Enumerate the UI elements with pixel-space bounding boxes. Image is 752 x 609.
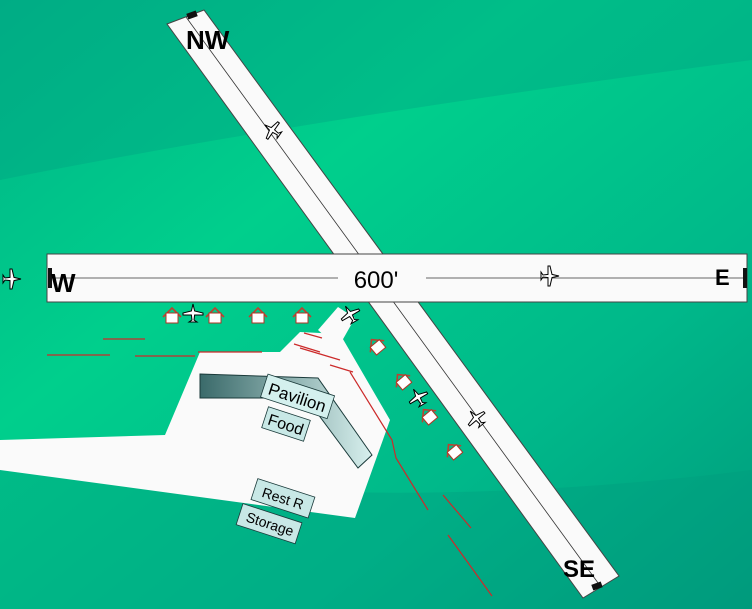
storage-building[interactable] — [235, 503, 303, 545]
pavilion-label-box — [260, 373, 336, 420]
fence-lines — [47, 332, 493, 597]
restroom-building[interactable] — [250, 478, 316, 519]
food-building[interactable] — [261, 406, 311, 442]
threshold-marker — [743, 268, 747, 288]
runway-end-w-label: W — [51, 268, 76, 298]
threshold-marker — [48, 268, 52, 288]
runway-length-label: 600' — [354, 267, 399, 294]
runway-end-nw-label: NW — [186, 25, 230, 55]
threshold-marker — [591, 581, 603, 591]
runway-end-se-label: SE — [563, 556, 595, 583]
threshold-marker — [186, 10, 198, 20]
runway-end-e-label: E — [715, 265, 730, 290]
length-label-box — [338, 263, 426, 293]
